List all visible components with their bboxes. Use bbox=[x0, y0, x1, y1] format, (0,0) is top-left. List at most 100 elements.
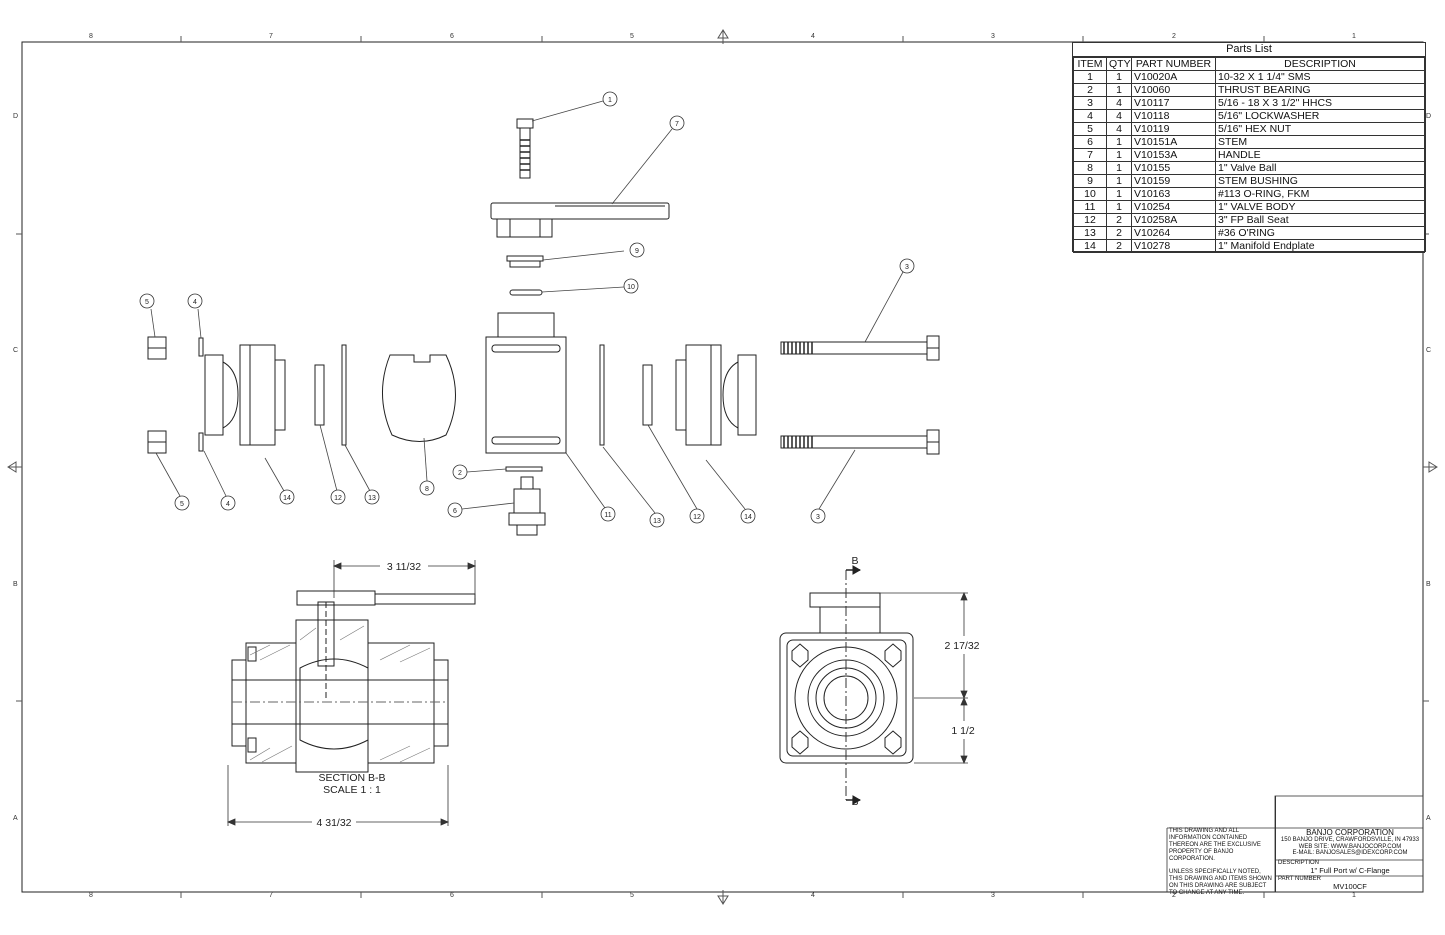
company-email: E-MAIL: BANJOSALES@IDEXCORP.COM bbox=[1292, 850, 1408, 856]
cell-qty: 1 bbox=[1106, 70, 1132, 84]
table-header-row: ITEM QTY PART NUMBER DESCRIPTION bbox=[1073, 57, 1425, 71]
part-endplate-right bbox=[675, 344, 757, 446]
title-block-info: BANJO CORPORATION 150 BANJO DRIVE, CRAWF… bbox=[1275, 796, 1424, 892]
change-note: UNLESS SPECIFICALLY NOTED, THIS DRAWING … bbox=[1169, 869, 1272, 896]
zone-row-a: A bbox=[13, 815, 18, 822]
cell-description: #113 O-RING, FKM bbox=[1215, 187, 1425, 201]
zone-row-c: C bbox=[1426, 347, 1432, 354]
zone-col-1: 1 bbox=[1352, 892, 1356, 899]
balloon-5: 5 bbox=[180, 501, 184, 508]
cell-part-number: V10060 bbox=[1131, 83, 1216, 97]
balloon-6: 6 bbox=[453, 508, 457, 515]
balloon-12: 12 bbox=[693, 514, 701, 521]
part-handle bbox=[490, 202, 670, 238]
part-lockwasher bbox=[198, 432, 204, 452]
cell-part-number: V10264 bbox=[1131, 226, 1216, 240]
cell-item: 11 bbox=[1073, 200, 1107, 214]
cell-qty: 1 bbox=[1106, 200, 1132, 214]
company-address: 150 BANJO DRIVE, CRAWFORDSVILLE, IN 4793… bbox=[1280, 837, 1420, 843]
zone-col-8: 8 bbox=[89, 33, 93, 40]
cell-part-number: V10119 bbox=[1131, 122, 1216, 136]
zone-col-8: 8 bbox=[89, 892, 93, 899]
dim-length: 4 31/32 bbox=[316, 817, 351, 829]
company-web: WEB SITE: WWW.BANJOCORP.COM bbox=[1298, 843, 1402, 850]
part-oring bbox=[509, 289, 543, 296]
cell-description: 3" FP Ball Seat bbox=[1215, 213, 1425, 227]
cell-qty: 2 bbox=[1106, 213, 1132, 227]
part-seat-right bbox=[642, 364, 653, 426]
cell-part-number: V10278 bbox=[1131, 239, 1216, 253]
part-lockwasher bbox=[198, 337, 204, 357]
cell-item: 12 bbox=[1073, 213, 1107, 227]
company-name: BANJO CORPORATION bbox=[1306, 828, 1394, 837]
cell-item: 2 bbox=[1073, 83, 1107, 97]
zone-col-5: 5 bbox=[630, 892, 634, 899]
cell-part-number: V10153A bbox=[1131, 148, 1216, 162]
zone-col-2: 2 bbox=[1172, 892, 1176, 899]
cell-qty: 1 bbox=[1106, 83, 1132, 97]
cell-qty: 4 bbox=[1106, 96, 1132, 110]
balloon-14: 14 bbox=[283, 495, 291, 502]
zone-col-6: 6 bbox=[450, 33, 454, 40]
balloon-1: 1 bbox=[608, 97, 612, 104]
balloon-13: 13 bbox=[653, 518, 661, 525]
cell-item: 14 bbox=[1073, 239, 1107, 253]
dim-width: 3 11/32 bbox=[387, 561, 421, 573]
zone-row-a: A bbox=[1426, 815, 1431, 822]
balloon-3: 3 bbox=[905, 264, 909, 271]
zone-col-5: 5 bbox=[630, 33, 634, 40]
header-qty: QTY bbox=[1106, 57, 1132, 71]
header-description: DESCRIPTION bbox=[1215, 57, 1425, 71]
cell-part-number: V10118 bbox=[1131, 109, 1216, 123]
zone-col-4: 4 bbox=[811, 33, 815, 40]
cell-part-number: V10258A bbox=[1131, 213, 1216, 227]
balloon-11: 11 bbox=[604, 512, 611, 519]
zone-row-d: D bbox=[13, 113, 19, 120]
cell-item: 4 bbox=[1073, 109, 1107, 123]
cell-qty: 4 bbox=[1106, 109, 1132, 123]
balloon-8: 8 bbox=[425, 486, 429, 493]
zone-col-3: 3 bbox=[991, 892, 995, 899]
part-hexnut bbox=[147, 336, 167, 454]
cell-description: 5/16 - 18 X 3 1/2" HHCS bbox=[1215, 96, 1425, 110]
cell-part-number: V10117 bbox=[1131, 96, 1216, 110]
exploded-view bbox=[147, 118, 940, 536]
part-seat-left bbox=[314, 364, 325, 426]
section-mark-bottom: B bbox=[851, 796, 858, 808]
cell-part-number: V10155 bbox=[1131, 161, 1216, 175]
cell-description: THRUST BEARING bbox=[1215, 83, 1425, 97]
cell-qty: 1 bbox=[1106, 174, 1132, 188]
zone-row-b: B bbox=[1426, 581, 1431, 588]
balloon-12: 12 bbox=[334, 495, 342, 502]
balloon-labels: 1 7 9 10 5 4 3 5 4 14 12 13 8 2 6 11 13 … bbox=[145, 97, 909, 525]
cell-item: 8 bbox=[1073, 161, 1107, 175]
header-part-number: PART NUMBER bbox=[1131, 57, 1216, 71]
cell-description: 5/16" HEX NUT bbox=[1215, 122, 1425, 136]
cell-qty: 1 bbox=[1106, 148, 1132, 162]
cell-description: STEM BUSHING bbox=[1215, 174, 1425, 188]
balloon-7: 7 bbox=[675, 121, 679, 128]
part-screw bbox=[516, 118, 534, 179]
part-number-label: PART NUMBER bbox=[1278, 876, 1322, 882]
header-item: ITEM bbox=[1073, 57, 1107, 71]
cell-part-number: V10151A bbox=[1131, 135, 1216, 149]
title-block-notes: THIS DRAWING AND ALL INFORMATION CONTAIN… bbox=[1167, 828, 1276, 896]
part-thrust-bearing bbox=[505, 466, 543, 472]
cell-description: 1" Manifold Endplate bbox=[1215, 239, 1425, 253]
cell-qty: 2 bbox=[1106, 226, 1132, 240]
section-scale: SCALE 1 : 1 bbox=[323, 784, 381, 796]
zone-ticks bbox=[7, 29, 1438, 905]
parts-list-title: Parts List bbox=[1073, 43, 1425, 57]
company-block: BANJO CORPORATION 150 BANJO DRIVE, CRAWF… bbox=[1276, 828, 1424, 857]
cell-description: HANDLE bbox=[1215, 148, 1425, 162]
